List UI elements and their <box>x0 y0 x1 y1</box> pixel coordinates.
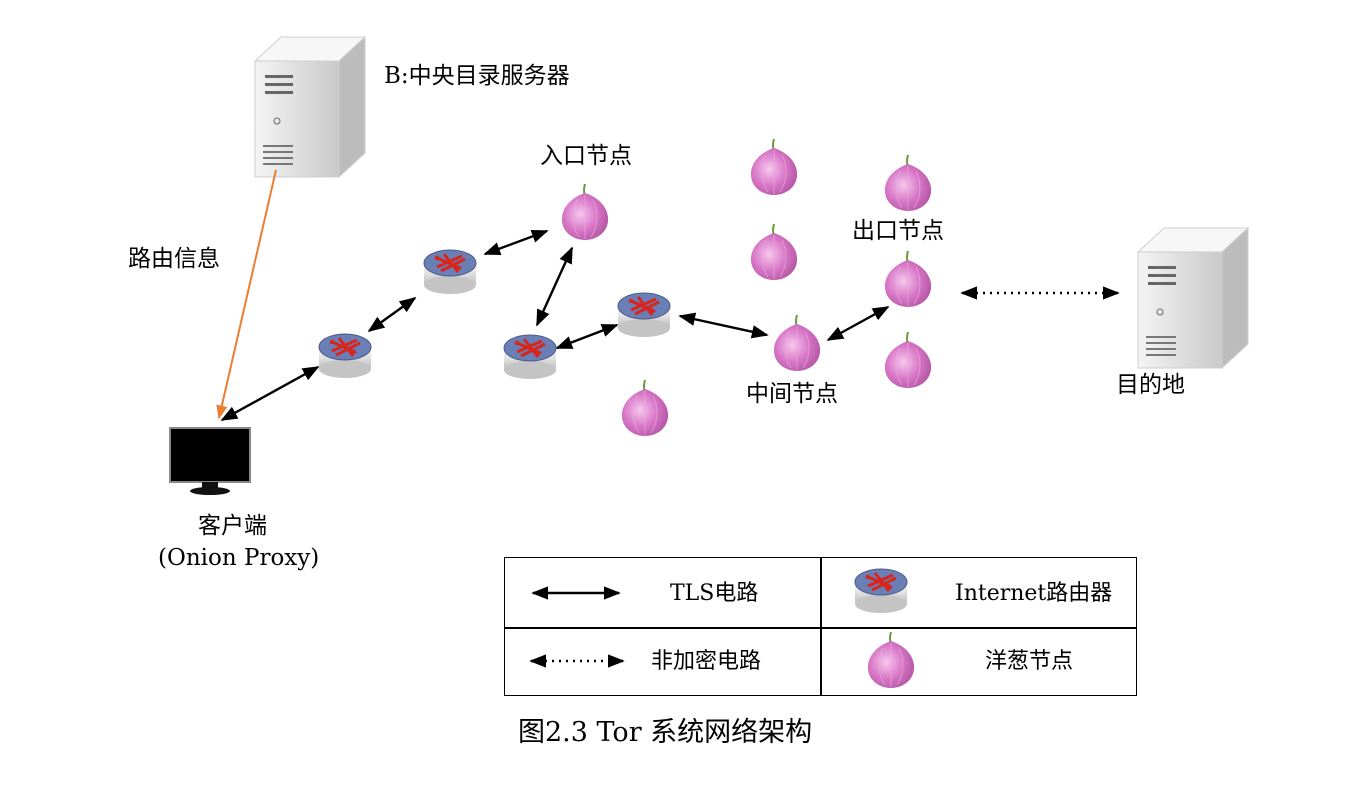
client-monitor-icon <box>169 427 251 495</box>
client-sub-label: (Onion Proxy) <box>158 545 320 571</box>
onion-icon <box>749 138 799 196</box>
onion-icon <box>749 223 799 281</box>
router-icon <box>317 332 373 380</box>
exit-node-label: 出口节点 <box>852 218 944 244</box>
router-legend-icon <box>853 567 909 615</box>
destination-label: 目的地 <box>1116 372 1185 398</box>
unencrypted-legend-label: 非加密电路 <box>651 649 762 674</box>
routing-info-label: 路由信息 <box>128 246 220 272</box>
onion-icon <box>883 331 933 389</box>
router-icon <box>422 248 478 296</box>
figure-caption: 图2.3 Tor 系统网络架构 <box>518 717 813 748</box>
tls-link <box>535 246 574 327</box>
legend-table: TLS电路 Internet路由器 非加密电路 洋葱节点 <box>504 557 1137 696</box>
destination-server-icon <box>1137 227 1249 369</box>
tls-link <box>367 297 417 332</box>
tls-link <box>220 365 320 422</box>
tls-legend-arrow <box>531 586 621 600</box>
tls-link <box>678 312 769 339</box>
middle-node-onion-icon <box>772 314 822 372</box>
onion-legend-label: 洋葱节点 <box>985 649 1074 674</box>
legend-divider <box>820 558 822 695</box>
middle-node-label: 中间节点 <box>746 381 838 407</box>
tls-link <box>483 229 549 256</box>
legend-divider <box>505 627 1136 629</box>
onion-icon <box>883 154 933 212</box>
tls-link <box>555 323 619 350</box>
entry-node-onion-icon <box>560 183 610 241</box>
routing-info-arrow <box>216 169 277 420</box>
onion-legend-icon <box>866 631 916 689</box>
exit-node-onion-icon <box>883 250 933 308</box>
router-legend-label: Internet路由器 <box>955 581 1113 606</box>
tls-link <box>826 305 890 342</box>
unencrypted-legend-arrow <box>529 654 625 668</box>
directory-server-icon <box>254 36 366 178</box>
router-icon <box>616 291 672 339</box>
directory-server-label: B:中央目录服务器 <box>384 63 570 89</box>
client-label: 客户端 <box>198 513 267 539</box>
onion-icon <box>620 379 670 437</box>
router-icon <box>502 333 558 381</box>
tls-legend-label: TLS电路 <box>670 581 759 606</box>
entry-node-label: 入口节点 <box>540 143 632 169</box>
